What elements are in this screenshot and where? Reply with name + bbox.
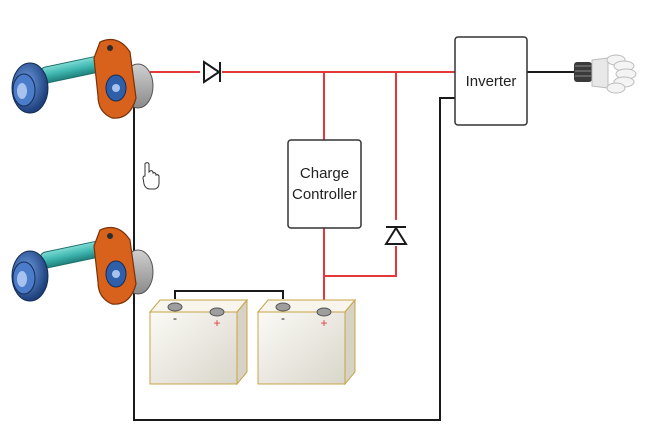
battery-right: - + (256, 298, 357, 386)
battery-right-minus-label: - (281, 311, 285, 325)
inverter: Inverter (454, 36, 528, 126)
battery-left-minus-label: - (173, 311, 177, 325)
turbine-generator-top (11, 39, 154, 119)
charge-controller-label-line2: Controller (292, 186, 357, 203)
battery-left: - + (148, 298, 249, 386)
positive-wiring (150, 71, 455, 310)
charge-controller-label-line1: Charge (300, 165, 349, 182)
light-bulb-icon (574, 54, 637, 94)
turbine-hub-icon (11, 250, 49, 302)
battery-left-plus-label: + (213, 316, 220, 330)
inverter-label: Inverter (466, 73, 517, 90)
hand-cursor-icon (142, 162, 160, 190)
turbine-hub-icon (11, 62, 49, 114)
diode-top (203, 60, 221, 84)
turbine-generator-bottom (11, 227, 154, 305)
battery-right-plus-label: + (320, 316, 327, 330)
charge-controller: Charge Controller (287, 139, 362, 229)
diode-vertical (384, 226, 408, 245)
negative-wiring (133, 97, 455, 421)
